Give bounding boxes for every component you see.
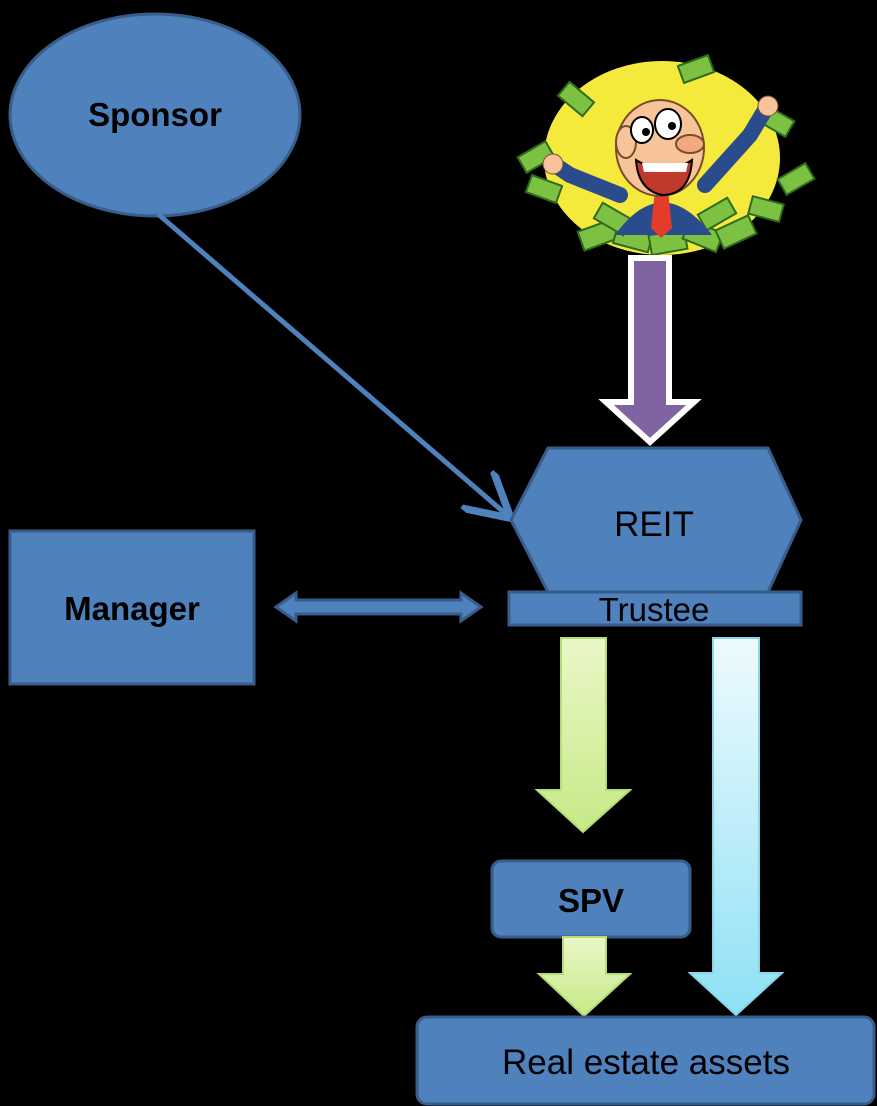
manager-label: Manager: [64, 590, 200, 627]
trustee-node: [507, 590, 803, 627]
real-estate-assets-node: [415, 1015, 876, 1106]
investor-label: Investor: [611, 0, 728, 31]
sponsor-label: Sponsor: [88, 96, 222, 133]
sponsor-to-reit-arrow: [156, 212, 507, 515]
trustee-to-assets-arrow: [687, 637, 785, 1017]
spv-label: SPV: [558, 882, 624, 919]
manager-node: [8, 529, 256, 686]
investor-icon: [516, 53, 816, 257]
sponsor-node: [8, 12, 302, 218]
trustee-to-spv-arrow: [534, 637, 633, 834]
investor-to-reit-arrow: [598, 255, 702, 447]
spv-to-assets-arrow: [536, 936, 633, 1018]
manager-trustee-double-arrow: [273, 590, 484, 624]
trustee-label: Trustee: [599, 591, 710, 628]
reit-label: REIT: [614, 505, 694, 544]
real-estate-assets-label: Real estate assets: [502, 1043, 790, 1082]
